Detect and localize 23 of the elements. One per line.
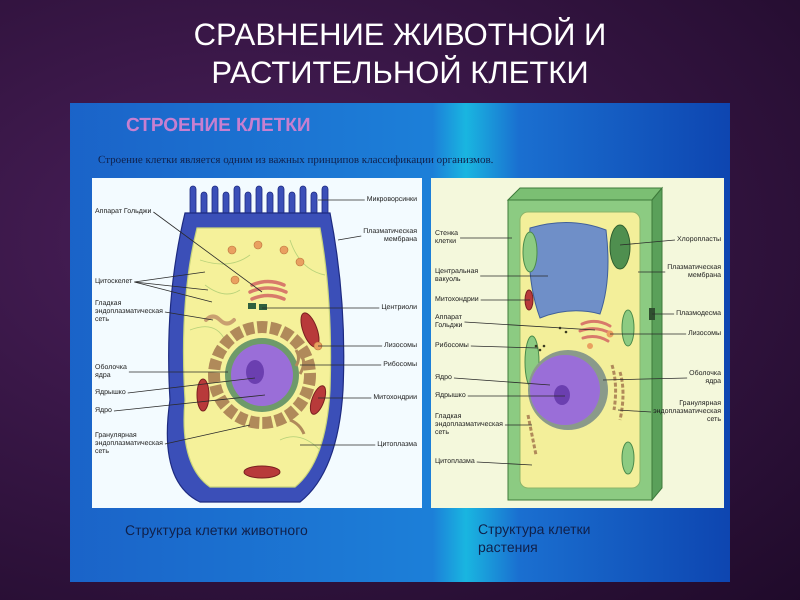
leader-line [153, 212, 262, 292]
leader-line [134, 282, 208, 290]
intro-sentence: Строение клетки является одним из важных принципов классификации организмов. [98, 153, 494, 168]
leader-line [338, 236, 362, 240]
leader-line [620, 240, 676, 246]
leader-line [127, 378, 256, 394]
leader-line [454, 378, 550, 386]
slide-title: СРАВНЕНИЕ ЖИВОТНОЙ И РАСТИТЕЛЬНОЙ КЛЕТКИ [192, 16, 608, 92]
leader-line [164, 312, 214, 320]
leader-line [134, 282, 212, 302]
leader-line [300, 444, 376, 446]
leader-line [134, 272, 206, 282]
leader-line [114, 394, 266, 412]
leader-line [476, 462, 532, 466]
leader-line [618, 410, 652, 412]
figure-caption: Структура клетки животного [125, 521, 309, 540]
leader-line [504, 424, 532, 426]
figure-caption: Структура клетки растения [478, 520, 592, 556]
panel-heading: СТРОЕНИЕ КЛЕТКИ [126, 114, 311, 138]
leader-line [464, 322, 596, 330]
leader-line [300, 364, 382, 366]
leader-line [470, 346, 538, 348]
leader-line [602, 378, 688, 380]
